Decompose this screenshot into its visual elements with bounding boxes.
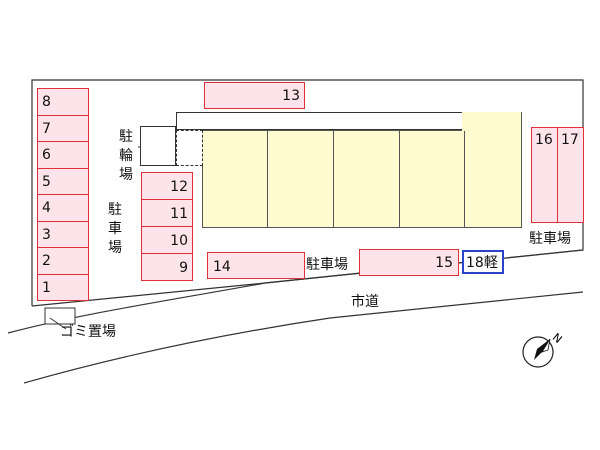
garbage-area — [44, 307, 76, 325]
parking-spot-number: 9 — [179, 260, 188, 276]
road-edge-lower — [23, 291, 584, 384]
bicycle-parking-area — [140, 126, 176, 166]
parking-spot-8: 8 — [37, 88, 89, 116]
parking-spot-3: 3 — [37, 220, 89, 248]
garbage-area-label: ゴミ置場 — [60, 324, 116, 340]
north-compass-icon: N — [522, 331, 565, 368]
parking-spot-18-light: 18軽 — [462, 250, 504, 274]
parking-spot-number: 17 — [561, 132, 579, 148]
parking-spot-10: 10 — [141, 226, 193, 254]
building-unit — [333, 131, 334, 227]
parking-spot-number: 14 — [213, 259, 231, 275]
parking-spot-number: 5 — [42, 173, 51, 190]
parking-spot-number: 7 — [42, 120, 51, 137]
svg-text:N: N — [550, 331, 565, 346]
parking-right-label: 駐車場 — [529, 231, 571, 247]
parking-spot-2: 2 — [37, 247, 89, 275]
parking-spot-11: 11 — [141, 199, 193, 227]
parking-spot-15: 15 — [359, 249, 459, 276]
parking-spot-number: 10 — [170, 233, 188, 249]
building — [202, 130, 522, 228]
parking-spot-number: 13 — [282, 88, 300, 104]
parking-spot-number: 11 — [170, 206, 188, 222]
parking-spot-4: 4 — [37, 194, 89, 222]
building-unit — [267, 131, 268, 227]
parking-spot-7: 7 — [37, 114, 89, 142]
bicycle-parking-dashed — [176, 130, 203, 166]
parking-spot-number: 1 — [42, 279, 51, 296]
parking-mid-label: 駐車場 — [108, 202, 122, 256]
garbage-leader-line — [49, 317, 67, 330]
parking-spot-9: 9 — [141, 253, 193, 281]
parking-spot-14: 14 — [207, 252, 305, 279]
bicycle-parking-label: 駐輪場 — [119, 129, 133, 183]
parking-bottom-label: 駐車場 — [306, 257, 348, 273]
parking-spot-6: 6 — [37, 141, 89, 169]
parking-spot-number: 2 — [42, 253, 51, 269]
building-step — [462, 112, 522, 131]
parking-spot-17: 17 — [557, 127, 584, 223]
building-unit — [464, 131, 465, 227]
city-road-label: 市道 — [351, 294, 379, 310]
building-unit — [399, 131, 400, 227]
parking-spot-number: 16 — [535, 132, 553, 148]
parking-spot-number: 18軽 — [466, 255, 498, 271]
road-edge-upper — [7, 282, 266, 334]
building-walkway — [176, 112, 480, 130]
parking-spot-16: 16 — [531, 127, 558, 223]
parking-spot-12: 12 — [141, 172, 193, 200]
parking-spot-number: 6 — [42, 147, 51, 163]
parking-spot-number: 12 — [170, 179, 188, 195]
parking-spot-5: 5 — [37, 167, 89, 195]
parking-spot-1: 1 — [37, 273, 89, 301]
parking-spot-13: 13 — [204, 82, 305, 109]
parking-spot-number: 15 — [435, 255, 453, 271]
parking-spot-number: 8 — [42, 94, 51, 110]
parking-spot-number: 4 — [42, 200, 51, 216]
parking-spot-number: 3 — [42, 226, 51, 243]
